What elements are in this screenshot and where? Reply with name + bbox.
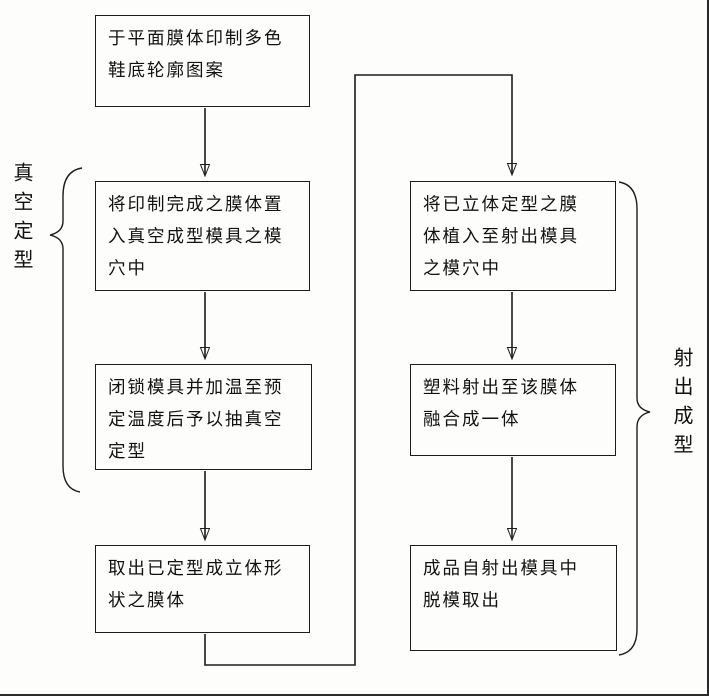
flow-box-lock-heat-vacuum-form: 闭锁模具并加温至预 定温度后予以抽真空 定型 bbox=[95, 364, 312, 470]
flow-box-inject-plastic-fuse: 塑料射出至该膜体 融合成一体 bbox=[410, 364, 616, 456]
flow-box-demold-finished-product: 成品自射出模具中 脱模取出 bbox=[410, 545, 617, 651]
right-brace bbox=[618, 181, 651, 656]
vacuum-forming-label: 真空定型 bbox=[10, 162, 34, 278]
flow-box-place-film-in-vacuum-mold: 将印制完成之膜体置 入真空成型模具之模 穴中 bbox=[95, 181, 310, 291]
flow-box-remove-formed-film: 取出已定型成立体形 状之膜体 bbox=[95, 545, 310, 633]
injection-molding-label: 射出成型 bbox=[670, 347, 694, 463]
left-brace bbox=[49, 167, 83, 493]
flow-box-print-pattern: 于平面膜体印制多色 鞋底轮廓图案 bbox=[95, 15, 310, 107]
flow-box-insert-film-in-injection-mold: 将已立体定型之膜 体植入至射出模具 之模穴中 bbox=[410, 181, 616, 291]
